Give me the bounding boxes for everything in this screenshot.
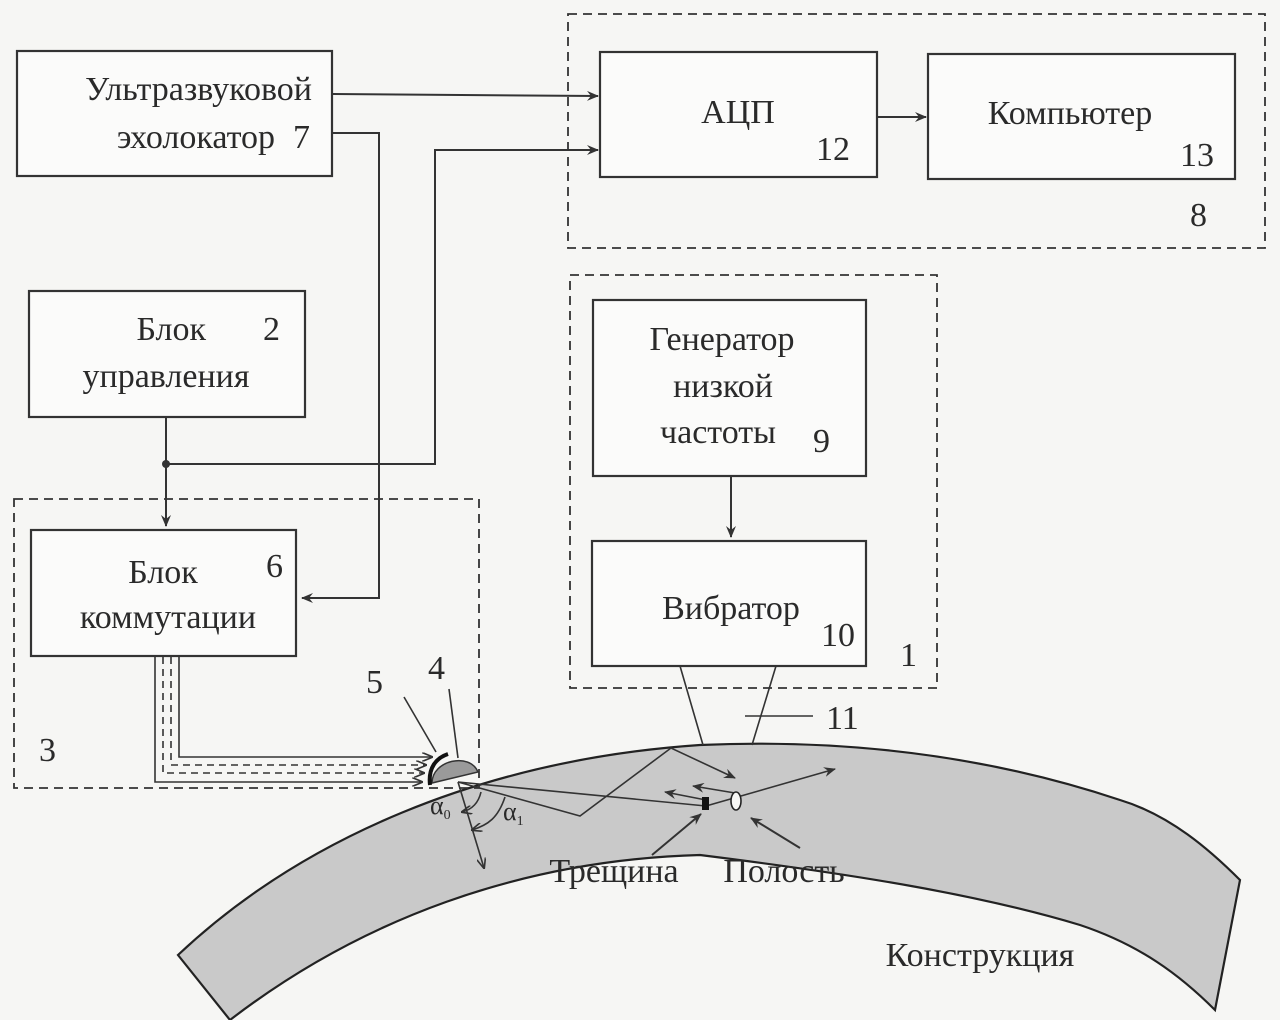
- control-number: 2: [263, 311, 280, 348]
- transducer-array-number: 5: [366, 664, 383, 701]
- echolocator-block: [17, 51, 332, 176]
- wire-echolocator-to-switching: [302, 133, 379, 598]
- switching-label-line2: коммутации: [80, 599, 256, 636]
- vibrator-number: 10: [821, 617, 855, 654]
- computer-number: 13: [1180, 137, 1214, 174]
- crack-label: Трещина: [549, 853, 678, 890]
- echolocator-number: 7: [293, 119, 310, 156]
- callout-4-leader: [449, 689, 458, 758]
- generator-label-line1: Генератор: [649, 321, 794, 358]
- echolocator-label-line1: Ультразвуковой: [85, 71, 312, 108]
- recording-group-number: 8: [1190, 197, 1207, 234]
- computer-label: Компьютер: [988, 95, 1152, 132]
- control-label-line2: управления: [83, 358, 250, 395]
- junction-dot: [162, 460, 170, 468]
- cable-line-1: [179, 657, 432, 757]
- excitation-group-number: 1: [900, 637, 917, 674]
- control-block: [29, 291, 305, 417]
- cavity-mark: [731, 792, 741, 810]
- cavity-label: Полость: [723, 853, 844, 890]
- structure-shape: [178, 744, 1240, 1020]
- structure-label: Конструкция: [886, 937, 1075, 974]
- generator-label-line2: низкой: [673, 368, 773, 405]
- cable-line-2: [171, 657, 426, 765]
- callout-5-leader: [404, 697, 436, 752]
- control-label-line1: Блок: [136, 311, 206, 348]
- echolocator-label-line2: эхолокатор: [117, 119, 275, 156]
- switching-number: 6: [266, 548, 283, 585]
- switching-group-number: 3: [39, 732, 56, 769]
- adc-number: 12: [816, 131, 850, 168]
- prism-shape: [432, 761, 478, 783]
- vibrator-contact: [680, 666, 776, 745]
- generator-number: 9: [813, 423, 830, 460]
- cable-line-3: [163, 657, 424, 773]
- prism-number: 4: [428, 650, 445, 687]
- switching-block: [31, 530, 296, 656]
- generator-label-line3: частоты: [660, 414, 776, 451]
- vibrator-contact-number: 11: [826, 700, 859, 737]
- adc-label: АЦП: [701, 94, 775, 131]
- wire-echolocator-to-adc: [333, 94, 598, 96]
- crack-mark: [702, 797, 709, 810]
- switching-label-line1: Блок: [128, 554, 198, 591]
- vibrator-label: Вибратор: [662, 590, 800, 627]
